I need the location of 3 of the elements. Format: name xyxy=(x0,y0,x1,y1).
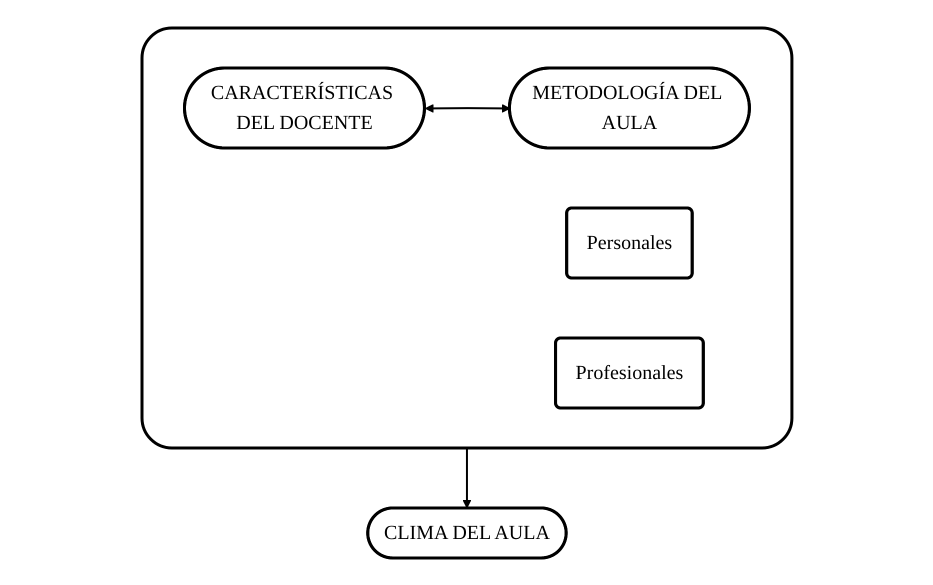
arrow xyxy=(424,104,510,112)
cluster xyxy=(140,26,793,449)
arrow xyxy=(462,448,471,508)
